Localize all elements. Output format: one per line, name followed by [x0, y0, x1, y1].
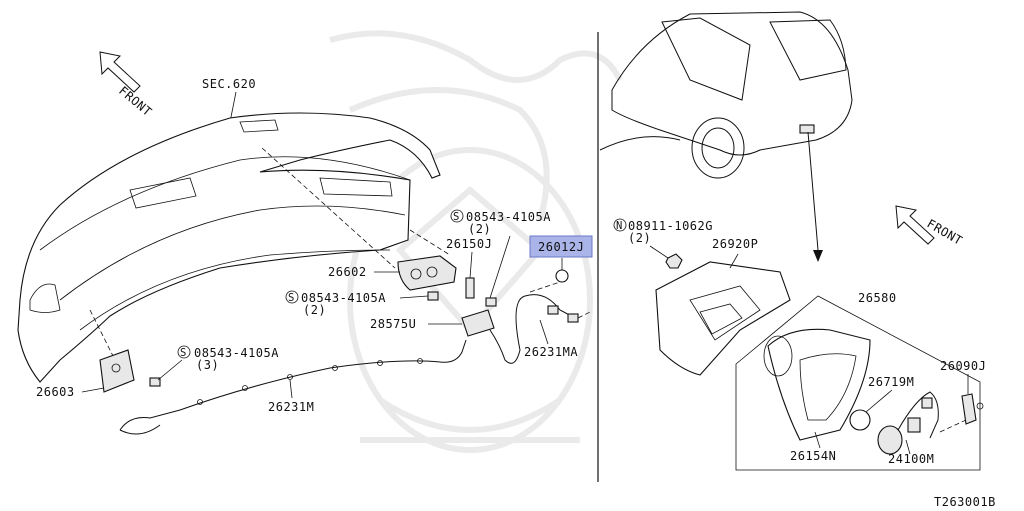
- connector-26090J: [961, 393, 984, 425]
- diagram-code: T263001B: [934, 495, 996, 509]
- front-label-left: FRONT: [116, 84, 155, 120]
- label-26603: 26603: [36, 385, 75, 399]
- lens-26154N: [763, 328, 871, 441]
- lamp-housing-26920P: [655, 261, 791, 376]
- label-26602: 26602: [328, 265, 367, 279]
- svg-text:S: S: [453, 211, 459, 223]
- label-26719M: 26719M: [868, 375, 914, 389]
- label-26580: 26580: [858, 291, 897, 305]
- screw-code-1: 08543-4105A: [466, 210, 551, 224]
- front-label-right: FRONT: [925, 216, 965, 247]
- svg-text:S: S: [180, 347, 186, 359]
- screw-callout-2: S 08543-4105A (2): [285, 290, 429, 317]
- watermark-emblem: [329, 30, 623, 453]
- front-arrow-right-icon: [895, 205, 935, 245]
- vehicle-rear-view: [599, 11, 853, 179]
- highlight-26012J: [529, 235, 593, 258]
- nut-code: 08911-1062G: [628, 219, 713, 233]
- connector-26150J: [465, 277, 475, 299]
- label-26231MA: 26231MA: [524, 345, 578, 359]
- front-arrow-icon: [99, 51, 141, 93]
- screw-qty-3: (3): [196, 358, 219, 372]
- harness-26231MA: [489, 294, 576, 364]
- nut-icon: [665, 253, 683, 269]
- label-26920P: 26920P: [712, 237, 758, 251]
- nut-qty: (2): [628, 231, 651, 245]
- bulb-26719M: [849, 409, 871, 431]
- rear-bumper-fascia: [17, 112, 441, 383]
- group-frame-26580: [735, 295, 981, 471]
- label-26090J: 26090J: [940, 359, 986, 373]
- svg-text:N: N: [616, 220, 622, 232]
- bulb-socket-26012J: [555, 269, 569, 283]
- screw-qty-2: (2): [303, 303, 326, 317]
- screw-code-3: 08543-4105A: [194, 346, 279, 360]
- screw-callout-1: S 08543-4105A (2): [450, 209, 551, 299]
- label-24100M: 24100M: [888, 452, 934, 466]
- socket-24100M: [877, 391, 939, 455]
- control-unit-28575U: [461, 309, 495, 337]
- sensor-26602: [397, 255, 457, 291]
- harness-26231M: [119, 339, 467, 431]
- nut-callout: N 08911-1062G (2): [613, 218, 713, 245]
- label-28575U: 28575U: [370, 317, 416, 331]
- screw-code-2: 08543-4105A: [301, 291, 386, 305]
- label-26012J: 26012J: [538, 240, 584, 254]
- svg-text:S: S: [288, 292, 294, 304]
- sec-ref-label: SEC.620: [202, 77, 256, 91]
- screw-qty-1: (2): [468, 222, 491, 236]
- label-26154N: 26154N: [790, 449, 836, 463]
- screw-callout-3: S 08543-4105A (3): [157, 345, 279, 381]
- label-26231M: 26231M: [268, 400, 314, 414]
- label-26150J: 26150J: [446, 237, 492, 251]
- sensor-26603: [99, 349, 135, 393]
